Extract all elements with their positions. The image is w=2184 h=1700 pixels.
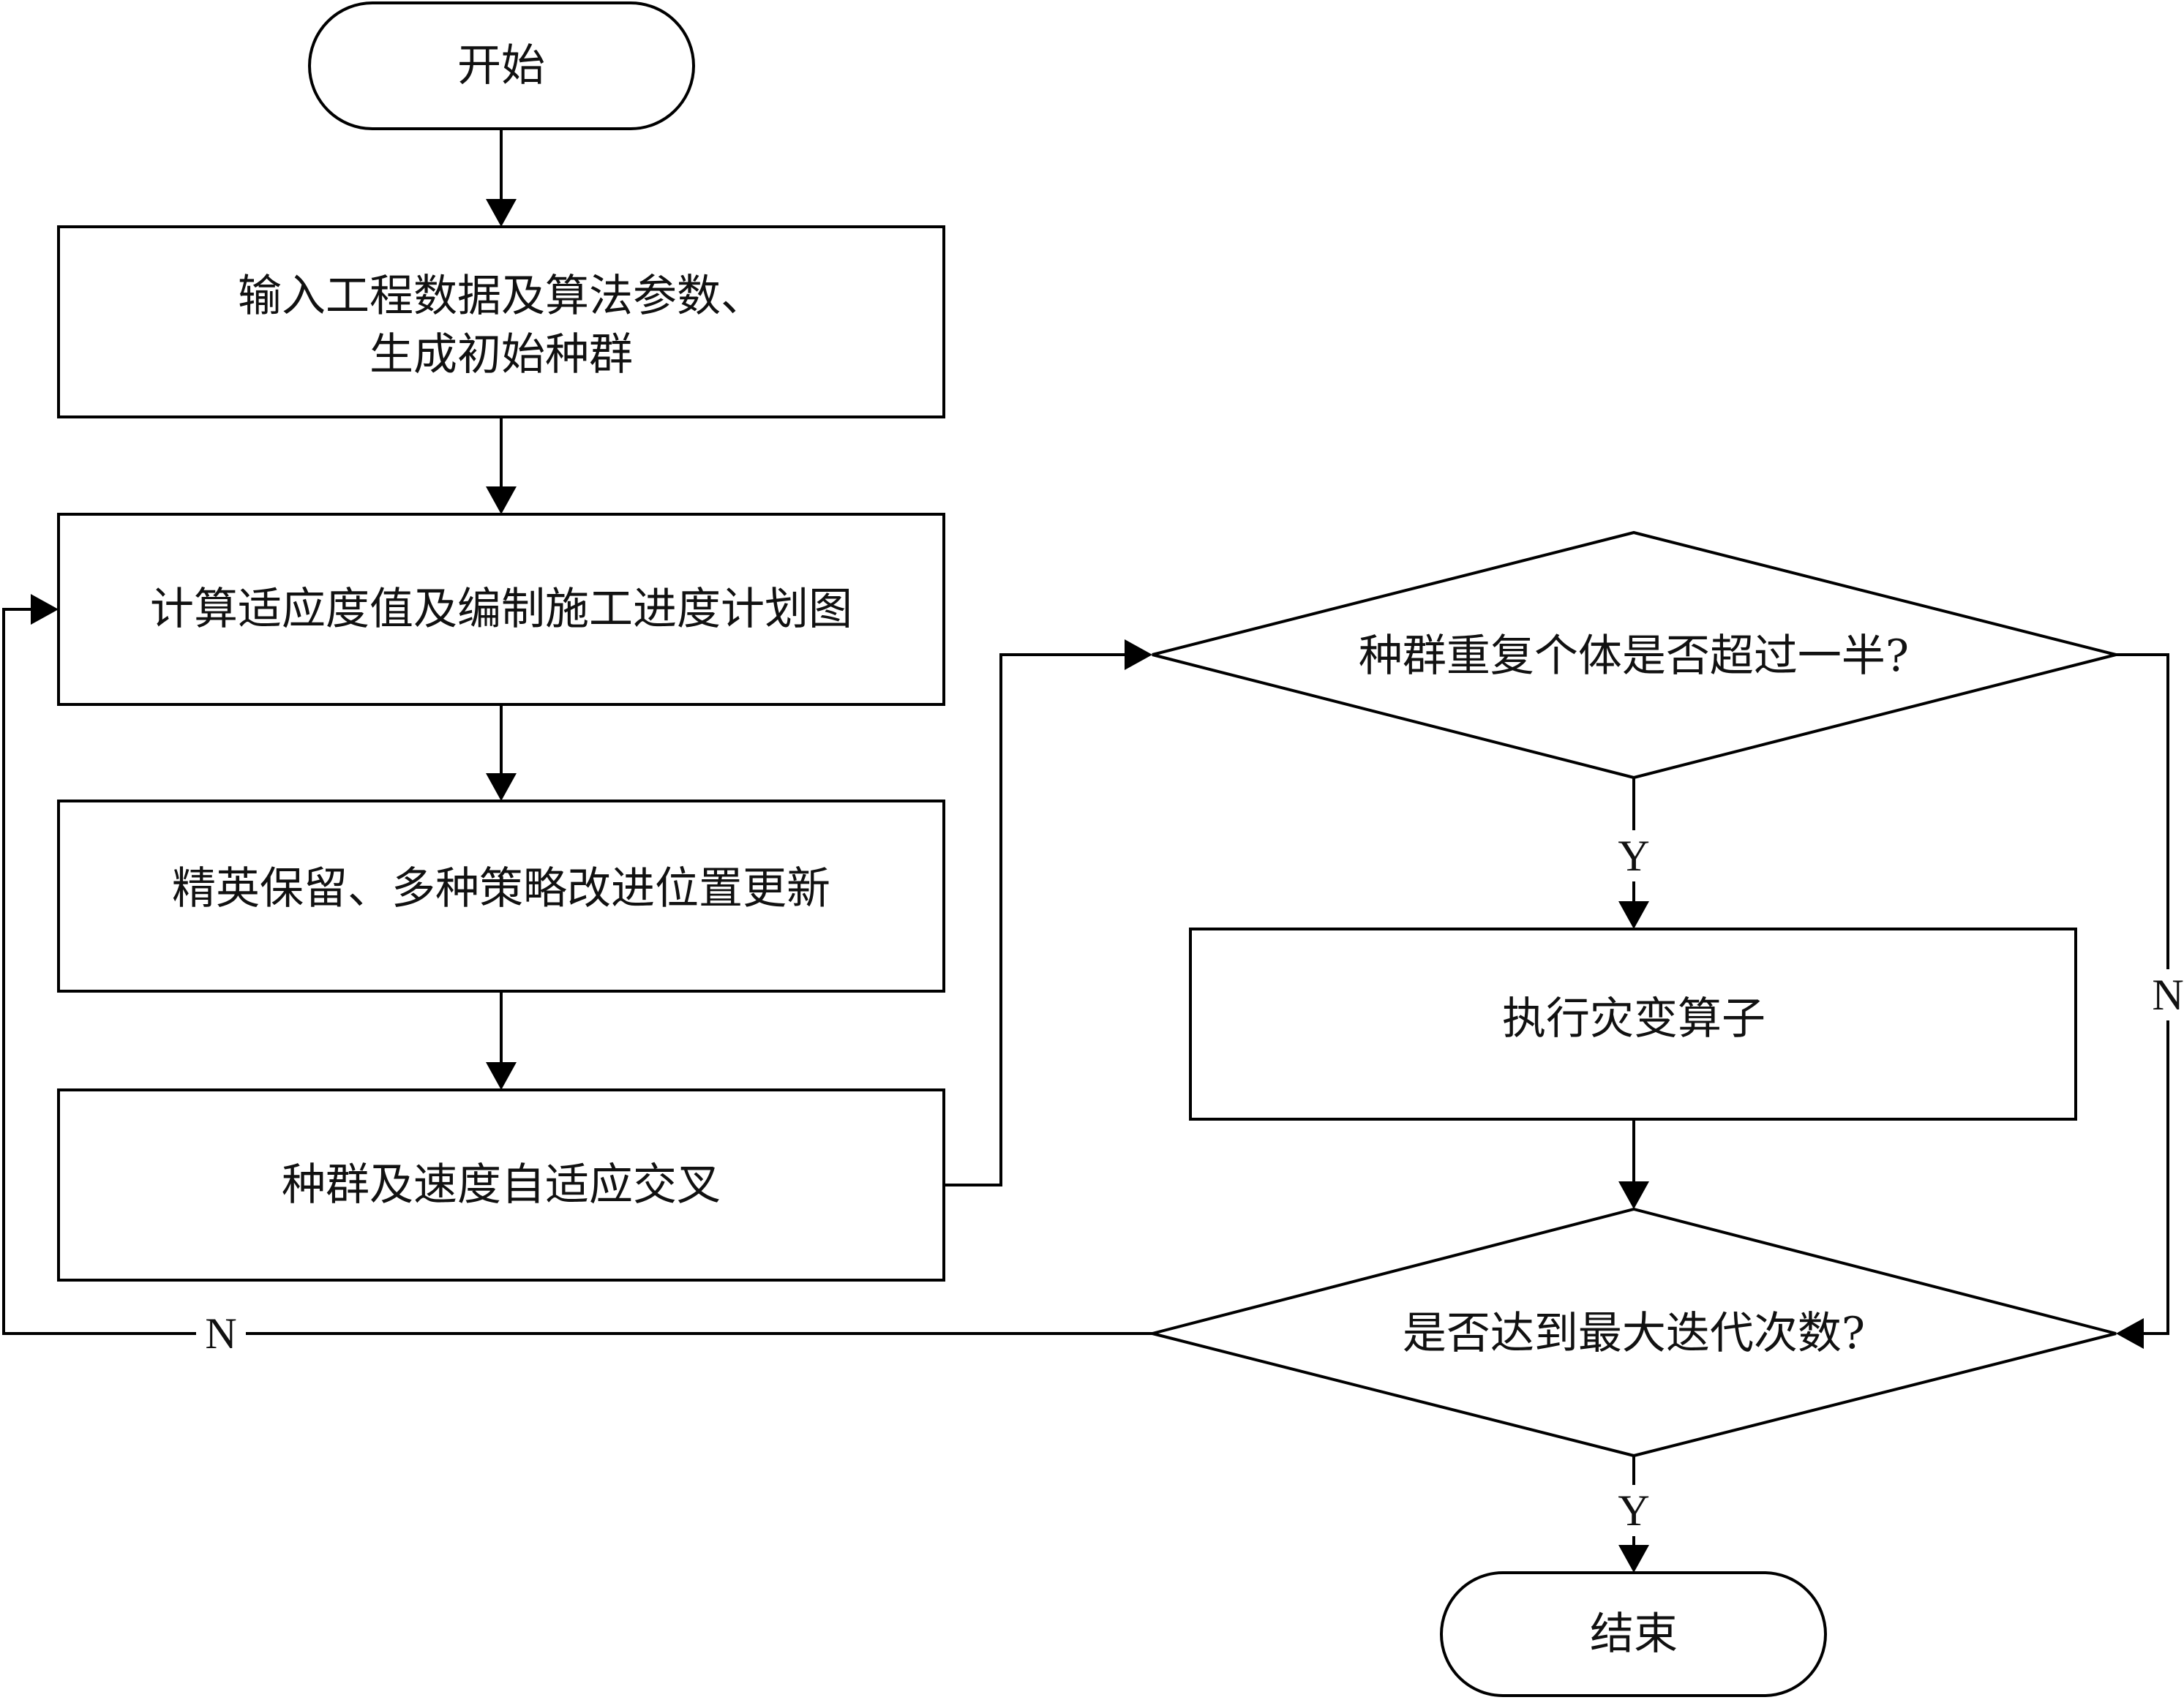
crossover-process-label: 种群及速度自适应交叉 [282, 1159, 721, 1211]
input-process-label-line2: 生成初始种群 [369, 329, 633, 380]
start-label: 开始 [457, 40, 545, 91]
fitness-process-box [57, 513, 945, 706]
arrowhead-elite [486, 773, 517, 801]
iteration-decision-label: 是否达到最大迭代次数? [1403, 1308, 1865, 1359]
arrowhead-input [486, 199, 517, 227]
connector-crossover-duplicate [944, 653, 1129, 1186]
input-process-box [57, 225, 945, 418]
elite-process-label: 精英保留、多种策略改进位置更新 [172, 863, 830, 914]
iteration-no-label-bg [196, 1309, 246, 1358]
duplicate-decision-label: 种群重复个体是否超过一半? [1359, 631, 1909, 682]
arrowhead-duplicate-decision [1125, 639, 1152, 670]
iteration-yes-label: Y [1618, 1486, 1649, 1535]
arrowhead-end [1618, 1545, 1649, 1573]
end-terminal [1440, 1571, 1827, 1697]
duplicate-no-label: N [2152, 971, 2183, 1019]
arrowhead-fitness [486, 486, 517, 514]
iteration-yes-label-bg [1613, 1485, 1654, 1536]
catastrophe-process-label: 执行灾变算子 [1502, 993, 1765, 1045]
duplicate-yes-label: Y [1618, 832, 1649, 880]
arrowhead-fitness-loop [31, 594, 59, 625]
duplicate-no-label-bg [2145, 969, 2184, 1020]
catastrophe-process-box [1189, 928, 2077, 1121]
crossover-process-box [57, 1088, 945, 1282]
fitness-process-label: 计算适应度值及编制施工进度计划图 [150, 584, 852, 635]
duplicate-yes-label-bg [1613, 830, 1654, 881]
arrowhead-crossover [486, 1062, 517, 1090]
connector-iteration-no [2, 608, 1152, 1335]
arrowhead-iteration-from-right [2116, 1318, 2144, 1349]
input-process-label-line1: 输入工程数据及算法参数、 [238, 271, 765, 322]
iteration-no-label: N [205, 1309, 236, 1358]
arrowhead-iteration-decision [1618, 1181, 1649, 1209]
arrowhead-catastrophe [1618, 901, 1649, 929]
end-label: 结束 [1590, 1609, 1678, 1660]
